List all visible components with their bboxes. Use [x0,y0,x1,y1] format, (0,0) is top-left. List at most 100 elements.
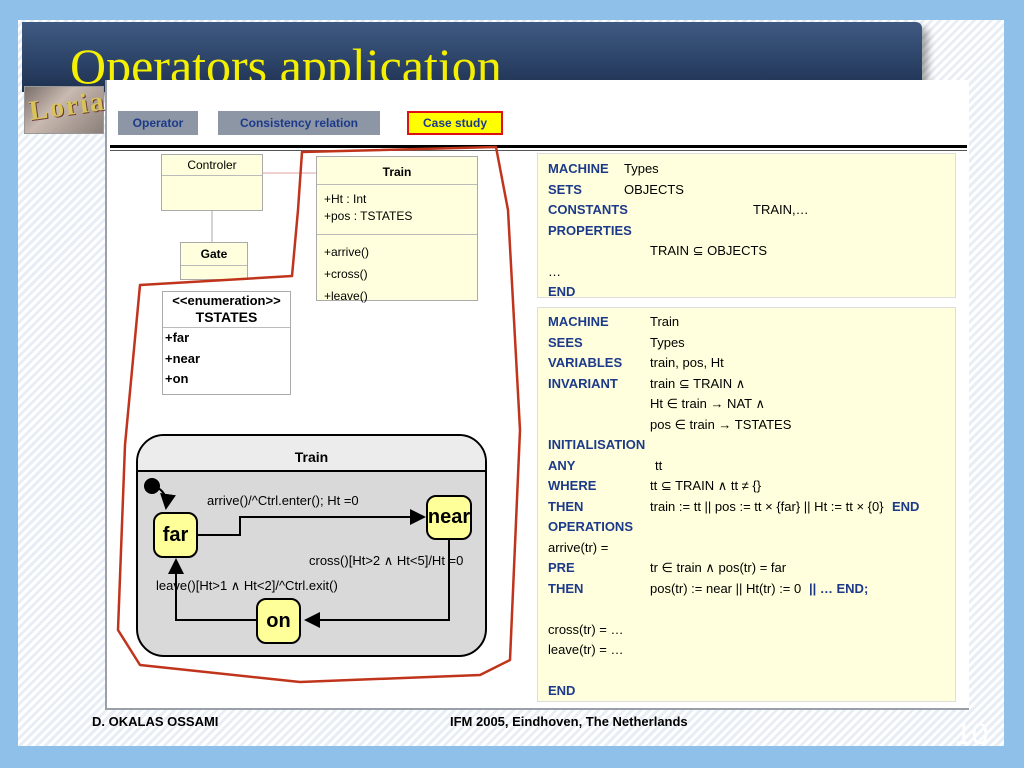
b-keyword: WHERE [548,478,597,493]
train-op-arrive: +arrive() [324,245,370,259]
b-keyword: SEES [548,334,583,350]
b-keyword: THEN [548,498,584,514]
b-text: train, pos, Ht [650,355,724,370]
b-line: THEN pos(tr) := near || Ht(tr) := 0 || … E… [548,579,955,600]
transition-cross-label: cross()[Ht>2 ∧ Ht<5]/Ht =0 [309,553,464,568]
page-number: 10 [955,718,989,751]
nav-consistency-button[interactable]: Consistency relation [218,111,380,135]
tstates-enum: <<enumeration>> TSTATES +far +near +on [162,291,291,395]
b-keyword: END [548,284,576,299]
gate-class-name: Gate [200,247,228,261]
state-near: near [426,495,472,540]
b-keyword: END [892,498,920,514]
footer-author: D. OKALAS OSSAMI [92,714,219,729]
divider [110,145,967,148]
b-line [548,661,955,682]
b-keyword: OPERATIONS [548,519,633,534]
b-text: Ht ∈ train → NAT ∧ [650,396,765,411]
train-attr-pos: +pos : TSTATES [324,209,413,223]
b-line: SEES Types [548,333,955,354]
b-text: … [548,263,561,279]
b-line: cross(tr) = … [548,620,955,641]
b-keyword: CONSTANTS [548,202,628,217]
state-far: far [153,512,198,558]
nav-operator-button[interactable]: Operator [118,111,198,135]
b-text: tr ∈ train ∧ pos(tr) = far [650,560,787,575]
b-line: MACHINE Types [548,159,955,180]
b-text: train := tt || pos := tt × {far} || Ht :… [650,498,884,514]
b-keyword: END [548,683,576,698]
b-text: leave(tr) = … [548,642,624,657]
b-line: VARIABLES train, pos, Ht [548,353,955,374]
b-text: tt ⊆ TRAIN ∧ tt ≠ {} [650,478,762,493]
b-keyword: MACHINE [548,161,609,176]
b-keyword: THEN [548,580,584,596]
divider [110,150,967,151]
b-line: INITIALISATION [548,435,955,456]
enum-value-near: +near [165,350,201,366]
b-keyword: INITIALISATION [548,437,646,452]
b-line: INVARIANT train ⊆ TRAIN ∧ [548,374,955,395]
transition-arrive-label: arrive()/^Ctrl.enter(); Ht =0 [207,493,359,508]
b-text: Types [624,161,659,176]
b-text: tt [655,457,663,473]
train-attr-ht: +Ht : Int [324,192,367,206]
b-keyword: VARIABLES [548,355,623,370]
b-keyword: PROPERTIES [548,222,632,238]
enum-value-on: +on [165,371,189,386]
enum-value-far: +far [165,330,190,345]
b-line: CONSTANTS TRAIN,… [548,200,955,221]
controler-class: Controler [161,154,263,211]
b-text: Train [650,314,680,329]
b-line: WHERE tt ⊆ TRAIN ∧ tt ≠ {} [548,476,955,497]
b-text: pos ∈ train → TSTATES [650,416,792,432]
b-line: END [548,681,955,702]
b-text: TRAIN ⊆ OBJECTS [650,243,768,258]
b-line: THEN train := tt || pos := tt × {far} || … [548,497,955,518]
b-text: pos(tr) := near || Ht(tr) := 0 [650,580,802,596]
enum-stereotype: <<enumeration>> [172,293,281,308]
controler-class-name: Controler [187,158,237,172]
b-text: OBJECTS [624,181,684,197]
b-keyword: || … END; [809,580,869,596]
loria-logo: Loria [24,86,108,134]
b-line: PROPERTIES [548,221,955,242]
b-text: TRAIN,… [753,202,809,217]
b-text: train ⊆ TRAIN ∧ [650,375,746,391]
b-line: Ht ∈ train → NAT ∧ [548,394,955,415]
b-line: ANY tt [548,456,955,477]
b-line: arrive(tr) = [548,538,955,559]
transition-leave-label: leave()[Ht>1 ∧ Ht<2]/^Ctrl.exit() [156,578,338,593]
train-op-cross: +cross() [324,267,368,281]
footer-conference: IFM 2005, Eindhoven, The Netherlands [450,714,688,729]
b-line [548,599,955,620]
gate-class: Gate [180,242,248,280]
state-on: on [256,598,301,644]
b-line: pos ∈ train → TSTATES [548,415,955,436]
b-line: PRE tr ∈ train ∧ pos(tr) = far [548,558,955,579]
b-line: TRAIN ⊆ OBJECTS [548,241,955,262]
state-machine-title: Train [138,436,485,472]
b-line: SETS OBJECTS [548,180,955,201]
b-line: END [548,282,955,303]
b-keyword: PRE [548,560,575,575]
train-class-name: Train [382,165,412,179]
b-keyword: MACHINE [548,314,609,329]
b-keyword: ANY [548,457,576,473]
train-op-leave: +leave() [324,289,368,303]
enum-name: TSTATES [195,309,258,325]
b-keyword: INVARIANT [548,375,618,391]
b-line: MACHINE Train [548,312,955,333]
train-class: Train +Ht : Int +pos : TSTATES +arrive()… [316,156,478,303]
b-keyword: SETS [548,181,582,197]
nav-case-study-button[interactable]: Case study [407,111,503,135]
b-line: leave(tr) = … [548,640,955,661]
b-text: arrive(tr) = [548,539,609,555]
b-line: OPERATIONS [548,517,955,538]
b-text: Types [650,334,685,350]
